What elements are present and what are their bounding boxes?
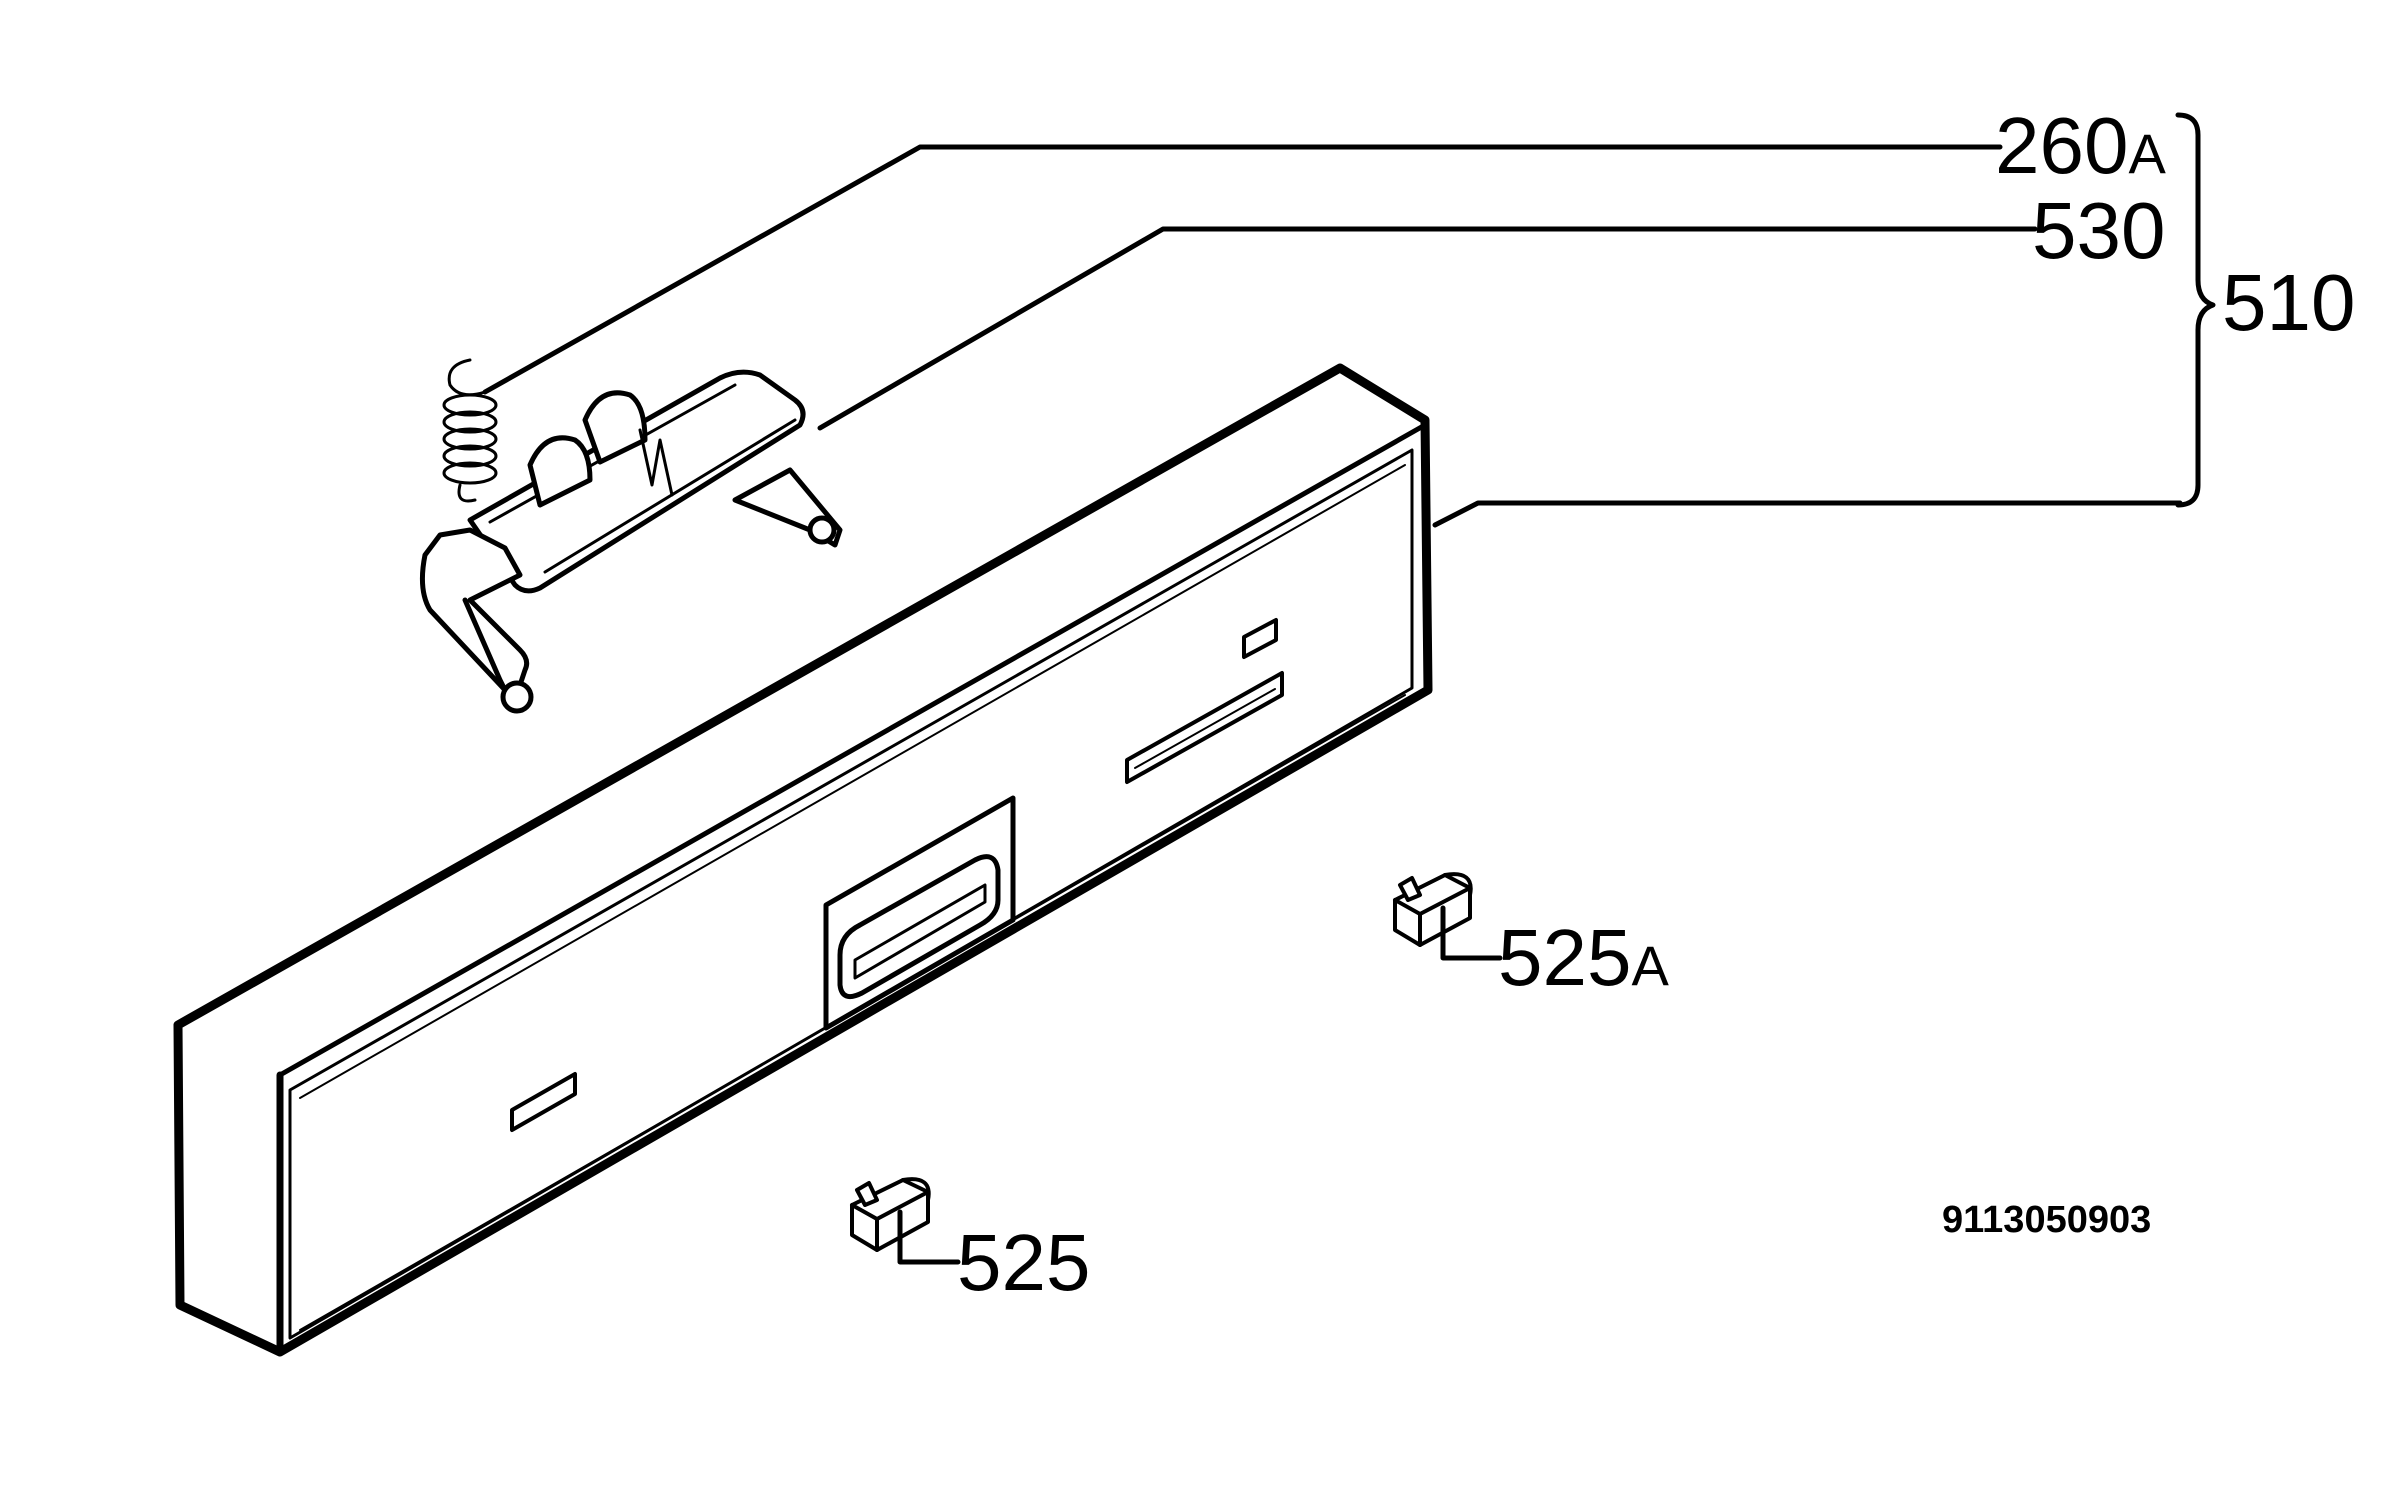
- control-panel: [173, 363, 1433, 1357]
- label-525: 525: [957, 1218, 1090, 1307]
- leader-lines: [482, 144, 2183, 1265]
- label-260a: 260A: [1995, 101, 2166, 190]
- latch-hump-right: [582, 390, 648, 465]
- button-525: [850, 1177, 931, 1252]
- control-panel-face-line: [299, 464, 1406, 1099]
- leader-525: [897, 1209, 961, 1265]
- spring: [442, 358, 498, 503]
- leader-510: [1432, 500, 2183, 528]
- display-slot: [1125, 671, 1284, 784]
- label-525a: 525A: [1498, 913, 1669, 1002]
- button-525a: [1393, 872, 1473, 947]
- control-panel-top-edge: [277, 422, 1428, 1078]
- drawing-number: 9113050903: [1942, 1199, 2151, 1241]
- leader-525a: [1440, 905, 1503, 961]
- leader-260a: [482, 144, 2003, 395]
- control-panel-face: [288, 448, 1414, 1340]
- door-latch: [419, 369, 843, 714]
- door-handle-recess: [823, 795, 1016, 1031]
- indicator-window-right: [1242, 618, 1278, 659]
- latch-main-bar: [467, 369, 806, 594]
- label-510: 510: [2222, 258, 2355, 347]
- label-530: 530: [2032, 186, 2165, 275]
- latch-pivot-right: [807, 515, 837, 545]
- door-handle-grip-inner: [853, 883, 987, 980]
- assembly-brace: [2175, 112, 2216, 508]
- indicator-window-left: [510, 1072, 577, 1132]
- part-labels: 260A 530 510 525A 525 9113050903: [957, 101, 2355, 1307]
- latch-pivot-left: [500, 680, 534, 714]
- leader-530: [817, 226, 2038, 431]
- display-slot-inner: [1134, 688, 1276, 769]
- control-panel-outline: [173, 363, 1433, 1357]
- latch-teeth: [638, 428, 674, 497]
- latch-front-hook: [419, 527, 530, 699]
- latch-bar-lower-edge: [543, 418, 797, 574]
- door-handle-grip: [837, 854, 1001, 1000]
- latch-hump-left: [527, 435, 593, 508]
